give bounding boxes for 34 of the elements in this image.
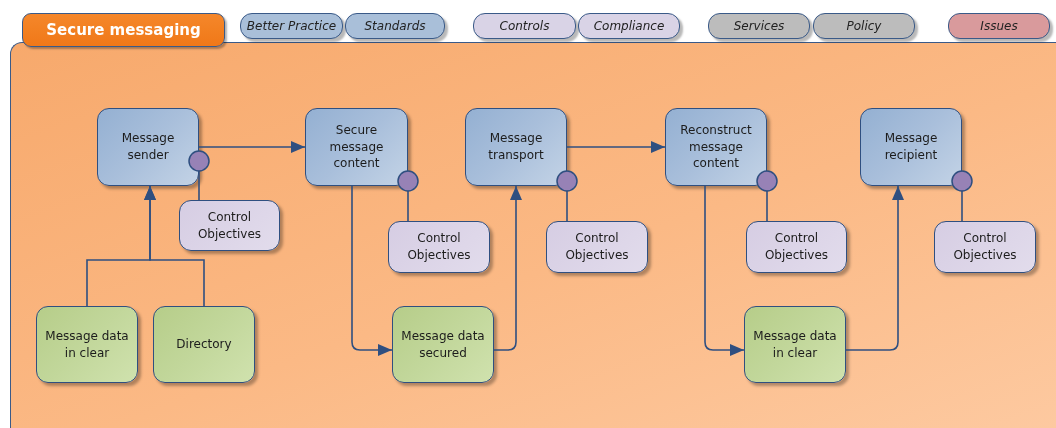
category-tab: Standards: [345, 13, 445, 39]
objective-box: Control Objectives: [179, 200, 280, 251]
category-tab: Policy: [813, 13, 915, 39]
lollipop-connector: [951, 170, 973, 222]
data-box: Message data in clear: [744, 306, 846, 383]
lollipop-connector: [397, 170, 419, 222]
arrow: [845, 185, 904, 351]
data-box: Message data secured: [392, 306, 494, 383]
arrow: [704, 185, 745, 356]
process-box: Secure message content: [305, 108, 408, 186]
objective-box: Control Objectives: [746, 221, 847, 273]
arrow: [198, 141, 306, 153]
lollipop-connector: [756, 170, 778, 222]
process-box: Message transport: [465, 108, 567, 186]
category-tab: Services: [708, 13, 810, 39]
objective-box: Control Objectives: [546, 221, 648, 273]
data-box: Message data in clear: [36, 306, 138, 383]
category-tab: Compliance: [578, 13, 680, 39]
objective-box: Control Objectives: [388, 221, 490, 273]
process-box: Message recipient: [860, 108, 962, 186]
process-box: Reconstruct message content: [665, 108, 767, 186]
arrow: [144, 185, 205, 307]
arrow: [493, 185, 522, 351]
objective-box: Control Objectives: [934, 221, 1036, 273]
lollipop-connector: [556, 170, 578, 222]
lollipop-connector: [188, 150, 210, 201]
heading-tab: Secure messaging: [22, 13, 225, 47]
data-box: Directory: [153, 306, 255, 383]
category-tab: Controls: [473, 13, 576, 39]
arrow: [566, 141, 666, 153]
category-tab: Issues: [948, 13, 1050, 39]
arrow: [351, 185, 393, 356]
category-tab: Better Practice: [240, 13, 343, 39]
process-box: Message sender: [97, 108, 199, 186]
